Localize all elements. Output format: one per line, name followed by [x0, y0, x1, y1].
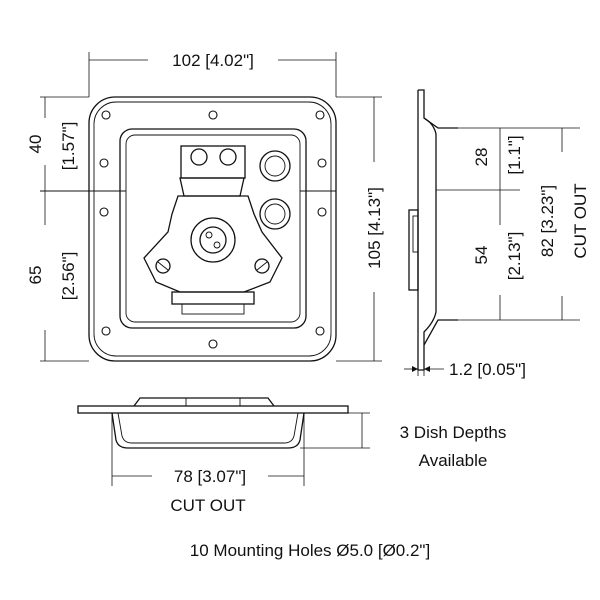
dim-side-upper-text: 28: [472, 148, 491, 167]
hinge-hole-icon: [190, 148, 208, 166]
mounting-hole: [315, 110, 325, 120]
mounting-hole: [101, 110, 111, 120]
bottom-latch-profile: [133, 397, 275, 407]
side-dish-wall: [423, 117, 437, 345]
lock-barrel-inner: [199, 226, 227, 254]
rivet-left-icon: [155, 258, 171, 274]
mounting-hole: [99, 158, 109, 168]
flange-outline: [88, 96, 337, 362]
dim-left-upper-text: 40: [26, 135, 45, 154]
dim-left-lower-text: 65: [26, 266, 45, 285]
mounting-hole: [317, 158, 327, 168]
latch-keeper: [181, 303, 245, 315]
mounting-hole: [101, 326, 111, 336]
dim-right-height-text: 105 [4.13"]: [365, 187, 384, 269]
mounting-hole: [317, 207, 327, 217]
arrow-icon: [412, 366, 418, 372]
lock-pin-icon: [205, 231, 213, 239]
dim-thickness: 1.2 [0.05"]: [404, 360, 526, 379]
rivet-slot: [256, 261, 268, 271]
dish-recess-lower-inner: [264, 203, 286, 225]
dish-inner-edge: [125, 134, 301, 323]
side-profile-lower: [417, 90, 458, 371]
side-latch-detail: [412, 215, 419, 253]
lock-barrel: [190, 217, 236, 263]
dim-thickness-text: 1.2 [0.05"]: [449, 360, 526, 379]
mounting-hole: [208, 110, 218, 120]
dim-bottom-cutout-text: 78 [3.07"]: [174, 467, 246, 486]
dim-dish-depth: 3 Dish Depths Available: [300, 412, 507, 470]
dim-side: 28 [1.1"] 54 [2.13"] 82 [3.23"] CUT OUT: [436, 127, 590, 321]
latch-mechanism: [143, 145, 291, 315]
mounting-hole: [315, 326, 325, 336]
dim-side-upper-in-text: [1.1"]: [505, 135, 524, 174]
latch-hinge-block: [180, 145, 246, 179]
dim-left-upper-in-text: [1.57"]: [59, 122, 78, 171]
dish-recess-lower: [259, 198, 291, 230]
dim-side-lower-text: 54: [472, 246, 491, 265]
dim-cutout-height-text: 82 [3.23"]: [538, 185, 557, 257]
front-view: [40, 96, 337, 362]
bottom-dish-profile: [111, 412, 305, 449]
dim-left: 40 [1.57"] 65 [2.56"]: [26, 96, 89, 362]
dim-cutout-height-label: CUT OUT: [571, 183, 590, 258]
dish-recess-upper: [259, 150, 291, 182]
side-latch-profile: [408, 209, 419, 291]
dim-bottom-cutout: 78 [3.07"] CUT OUT: [111, 413, 305, 515]
latch-base-bar: [171, 291, 255, 305]
side-profile-upper: [418, 89, 458, 129]
dim-top-width: 102 [4.02"]: [88, 51, 337, 97]
mounting-hole: [99, 207, 109, 217]
bottom-flange: [77, 405, 349, 414]
flange-inner-edge: [93, 101, 332, 357]
dish-depths-line2: Available: [419, 451, 488, 470]
dish-depths-line1: 3 Dish Depths: [400, 423, 507, 442]
dish-outline: [119, 128, 307, 329]
rivet-slot: [157, 261, 169, 271]
bottom-view: [77, 397, 349, 449]
dim-side-lower-in-text: [2.13"]: [505, 232, 524, 281]
dim-bottom-cutout-label: CUT OUT: [170, 496, 245, 515]
dim-top-width-text: 102 [4.02"]: [172, 51, 254, 70]
side-view: [408, 89, 458, 371]
latch-neck: [179, 177, 245, 197]
dim-left-lower-in-text: [2.56"]: [59, 252, 78, 301]
mounting-holes: [99, 110, 327, 349]
hinge-hole-icon: [219, 148, 237, 166]
butterfly-handle: [143, 195, 283, 293]
mounting-holes-note: 10 Mounting Holes Ø5.0 [Ø0.2"]: [190, 541, 430, 560]
dim-right-height: 105 [4.13"]: [336, 96, 384, 362]
arrow-icon: [424, 366, 430, 372]
mounting-hole: [208, 339, 218, 349]
rivet-right-icon: [254, 258, 270, 274]
bottom-dish-inner: [117, 412, 299, 444]
lock-pin-icon: [213, 241, 221, 249]
dish-recess-upper-inner: [264, 155, 286, 177]
